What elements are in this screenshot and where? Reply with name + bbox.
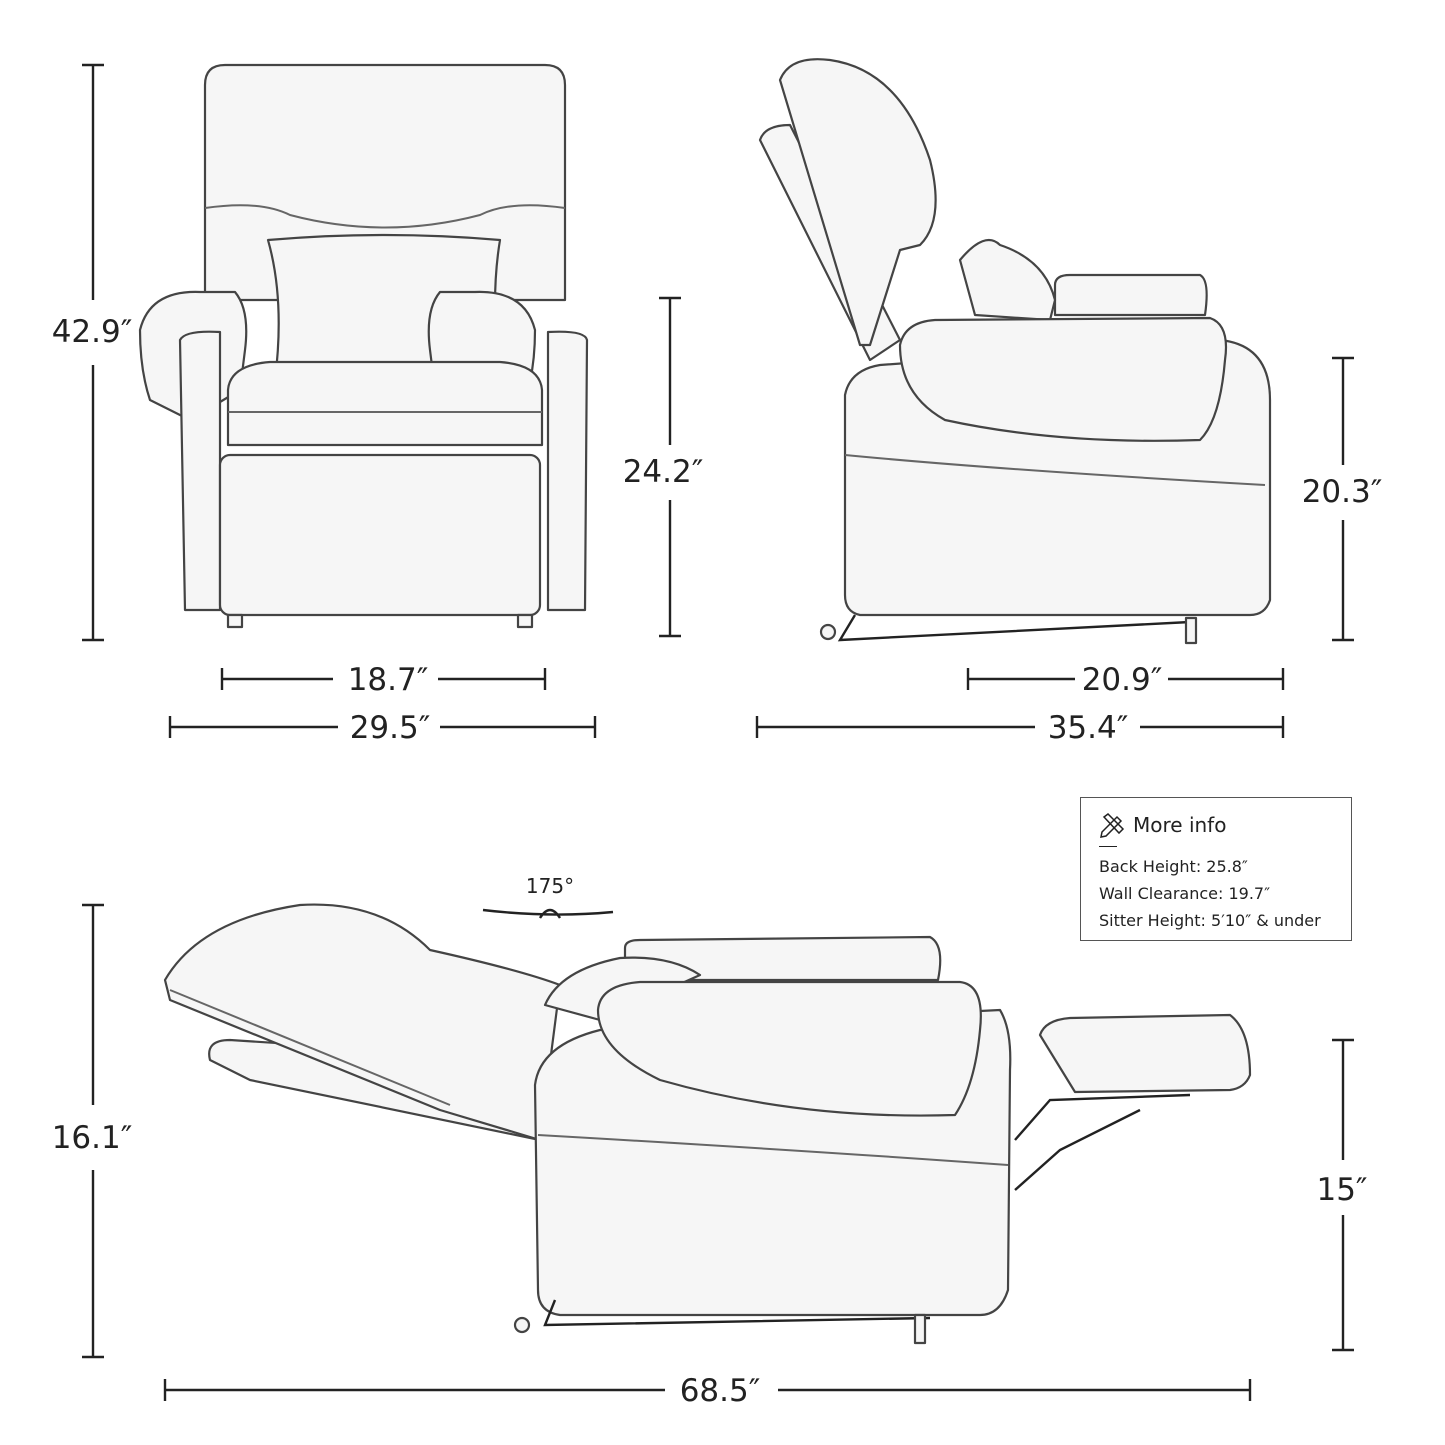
front-width-label: 29.5″: [350, 710, 431, 746]
chair-front-view: [138, 63, 589, 629]
chair-side-view: [758, 58, 1272, 645]
recline-angle-arc: [482, 908, 614, 916]
dimension-lines: [82, 63, 1354, 1401]
recline-length-label: 68.5″: [680, 1373, 761, 1409]
side-seat-depth-label: 20.9″: [1082, 662, 1163, 698]
chair-reclined-view: [163, 903, 1252, 1345]
info-back-height: Back Height: 25.8″: [1099, 857, 1248, 876]
divider: [1099, 846, 1117, 847]
recline-height-label: 16.1″: [52, 1120, 133, 1156]
recline-angle-label: 175°: [526, 874, 574, 898]
front-seat-height-label: 24.2″: [623, 454, 704, 490]
side-depth-label: 35.4″: [1048, 710, 1129, 746]
front-seat-width-label: 18.7″: [348, 662, 429, 698]
ruler-pencil-icon: [1100, 813, 1125, 838]
front-height-label: 42.9″: [52, 314, 133, 350]
footrest-height-label: 15″: [1316, 1172, 1367, 1208]
info-sitter-height: Sitter Height: 5′10″ & under: [1099, 911, 1321, 930]
side-arm-height-label: 20.3″: [1302, 474, 1383, 510]
info-wall-clearance: Wall Clearance: 19.7″: [1099, 884, 1271, 903]
more-info-box: More info Back Height: 25.8″ Wall Cleara…: [1080, 797, 1352, 941]
info-title: More info: [1133, 813, 1227, 837]
